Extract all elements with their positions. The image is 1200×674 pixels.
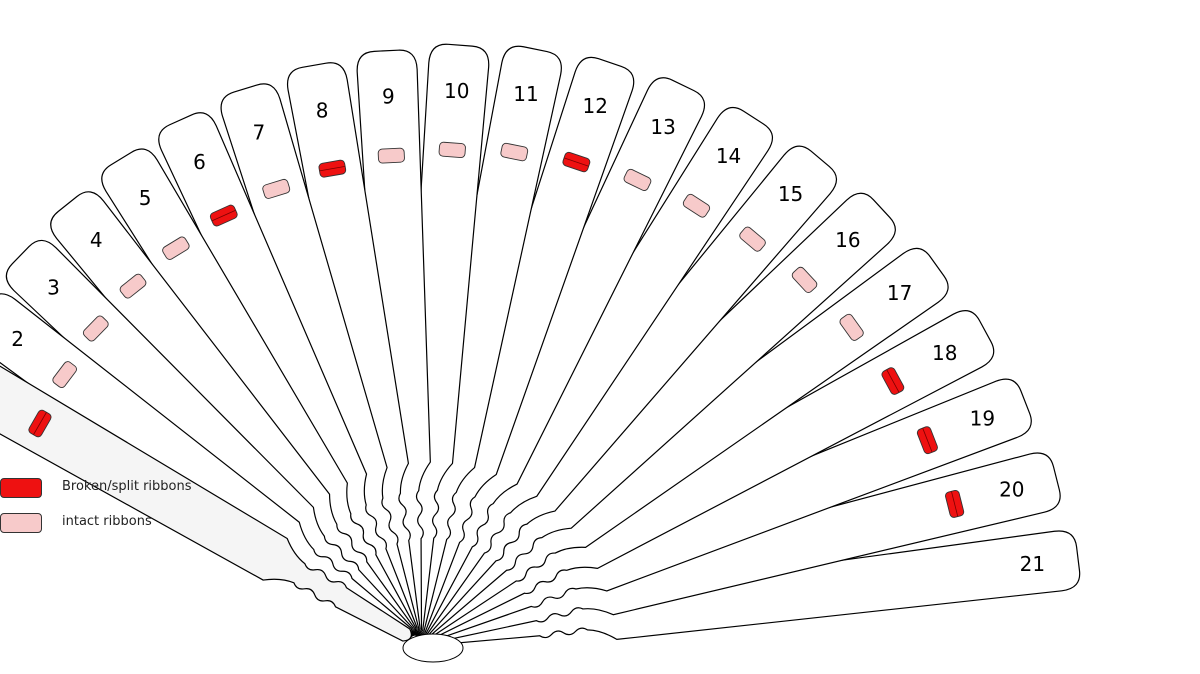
stick-number-2: 2 <box>11 327 24 351</box>
intact-ribbon-mark <box>839 313 864 341</box>
stick-number-17: 17 <box>887 281 912 305</box>
stick-number-16: 16 <box>835 228 860 252</box>
intact-ribbon-mark <box>262 178 291 199</box>
stick-number-7: 7 <box>253 121 266 145</box>
ribbon-split-line <box>211 209 236 222</box>
fan-stick-10: 10 <box>404 43 490 636</box>
fan-stick-7: 7 <box>220 83 420 637</box>
intact-ribbon-mark <box>739 226 766 252</box>
stick-number-21: 21 <box>1020 552 1045 576</box>
fan-stick-20: 20 <box>419 452 1061 645</box>
fan-stick-1: 1 <box>0 350 412 642</box>
stick-number-9: 9 <box>382 85 395 109</box>
intact-ribbon-mark <box>162 236 190 260</box>
intact-ribbon-mark <box>623 168 652 192</box>
intact-ribbon-mark <box>682 193 711 218</box>
intact-ribbon-mark <box>377 147 405 164</box>
ribbon-split-line <box>886 369 900 393</box>
intact-ribbon-mark <box>438 141 466 159</box>
stick-number-6: 6 <box>193 150 206 174</box>
intact-ribbon-mark <box>52 361 77 389</box>
stick-number-14: 14 <box>716 144 741 168</box>
stick-number-12: 12 <box>583 94 608 118</box>
ribbon-split-line <box>922 427 933 453</box>
stick-number-18: 18 <box>932 341 957 365</box>
stick-number-10: 10 <box>444 79 469 103</box>
fan-stick-3: 3 <box>5 239 414 639</box>
intact-ribbon-swatch <box>0 513 42 533</box>
ribbon-split-line <box>33 412 47 435</box>
stick-number-15: 15 <box>778 182 803 206</box>
legend-label-broken: Broken/split ribbons <box>62 479 192 494</box>
intact-ribbon-mark <box>791 266 818 293</box>
ribbon-split-line <box>319 166 346 172</box>
broken-ribbon-swatch <box>0 478 42 498</box>
stick-number-19: 19 <box>970 407 995 431</box>
stick-number-5: 5 <box>139 186 152 210</box>
intact-ribbon-mark <box>82 315 109 342</box>
stick-outline <box>0 350 412 642</box>
stick-number-13: 13 <box>650 115 675 139</box>
stick-number-8: 8 <box>316 99 329 123</box>
stick-number-3: 3 <box>47 275 60 299</box>
fan-stick-19: 19 <box>418 378 1032 644</box>
pivot-rivet <box>402 633 464 663</box>
intact-ribbon-mark <box>500 142 529 162</box>
ribbon-split-line <box>951 491 959 517</box>
stick-number-20: 20 <box>999 477 1024 501</box>
stick-number-11: 11 <box>513 82 538 106</box>
stick-number-4: 4 <box>90 228 103 252</box>
intact-ribbon-mark <box>119 273 147 299</box>
fan-stick-12: 12 <box>410 56 635 637</box>
fan-stick-14: 14 <box>413 106 773 638</box>
ribbon-split-line <box>563 157 589 167</box>
legend-label-intact: intact ribbons <box>62 514 152 529</box>
fan-stick-2: 2 <box>0 293 413 641</box>
legend: Broken/split ribbons intact ribbons <box>0 478 240 538</box>
